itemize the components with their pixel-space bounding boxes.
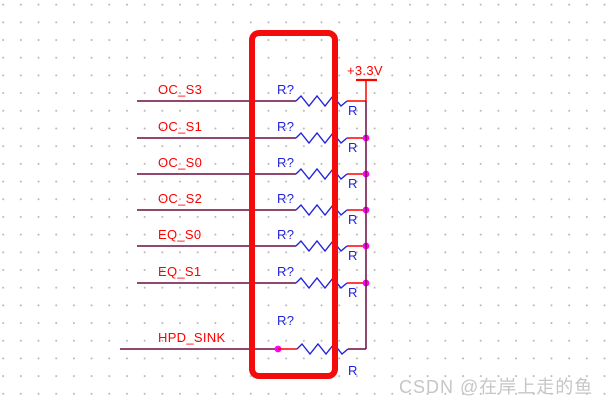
resistor-value: R bbox=[348, 212, 358, 227]
resistor-symbol bbox=[295, 131, 348, 145]
net-label-hpd-sink: HPD_SINK bbox=[158, 330, 226, 345]
net-label-oc-s3: OC_S3 bbox=[158, 82, 203, 97]
net-label-oc-s1: OC_S1 bbox=[158, 119, 203, 134]
resistor-value: R bbox=[348, 363, 358, 378]
resistor-value: R bbox=[348, 248, 358, 263]
resistor-value: R bbox=[348, 103, 358, 118]
resistor-value: R bbox=[348, 285, 358, 300]
resistor-symbol bbox=[295, 94, 348, 108]
resistor-value: R bbox=[348, 176, 358, 191]
resistor-designator: R? bbox=[277, 155, 295, 170]
resistor-symbol bbox=[295, 203, 348, 217]
resistor-value: R bbox=[348, 140, 358, 155]
net-label-oc-s0: OC_S0 bbox=[158, 155, 203, 170]
resistor-designator: R? bbox=[277, 313, 295, 328]
highlight-box bbox=[249, 30, 338, 379]
resistor-designator: R? bbox=[277, 227, 295, 242]
resistor-designator: R? bbox=[277, 119, 295, 134]
resistor-designator: R? bbox=[277, 82, 295, 97]
net-label-eq-s0: EQ_S0 bbox=[158, 227, 202, 242]
resistor-designator: R? bbox=[277, 264, 295, 279]
resistor-symbol bbox=[295, 276, 348, 290]
net-label-eq-s1: EQ_S1 bbox=[158, 264, 202, 279]
net-label-oc-s2: OC_S2 bbox=[158, 191, 203, 206]
resistor-designator: R? bbox=[277, 191, 295, 206]
resistor-symbol bbox=[295, 167, 348, 181]
power-net-label: +3.3V bbox=[347, 63, 383, 78]
watermark: CSDN @在岸上走的鱼 bbox=[399, 377, 594, 397]
resistor-symbol bbox=[295, 239, 348, 253]
resistor-symbol bbox=[296, 342, 349, 356]
